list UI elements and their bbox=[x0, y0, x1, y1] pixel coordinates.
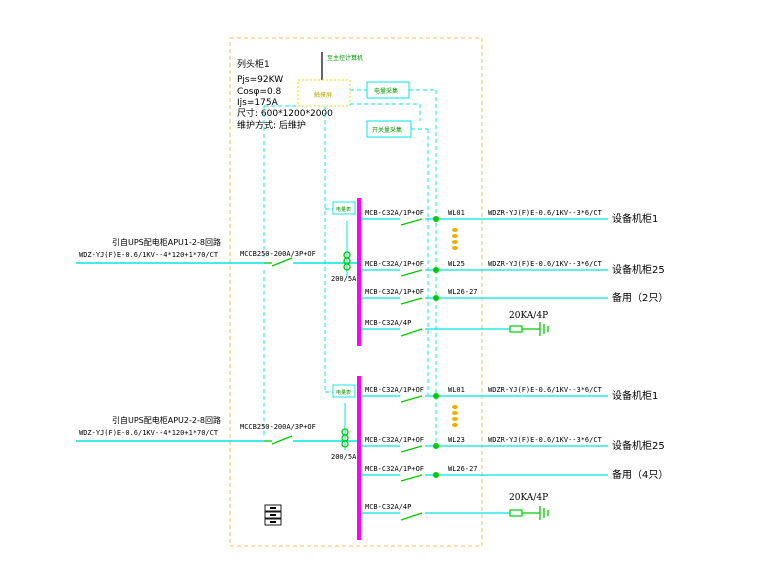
c1-ct-label: 200/5A bbox=[331, 275, 357, 283]
c2-b3-dest: 备用（4只） bbox=[612, 468, 668, 481]
circuit-1: 引自UPS配电柜APU1-2-8回路 WDZ-YJ(F)E-0.6/1KV--4… bbox=[76, 198, 668, 346]
meter-small-label-1: 电量表 bbox=[336, 206, 351, 213]
c1-source-cable: WDZ-YJ(F)E-0.6/1KV--4*120+1*70/CT bbox=[79, 251, 219, 259]
c2-main-breaker: MCCB250-200A/3P+OF bbox=[240, 423, 316, 431]
c2-branch-3: MCB-C32A/1P+OF WL26-27 备用（4只） bbox=[361, 465, 668, 482]
c2-b2-dest: 设备机柜25 bbox=[612, 439, 665, 452]
c1-b4-breaker: MCB-C32A/4P bbox=[365, 319, 411, 327]
spec-size: 尺寸: 600*1200*2000 bbox=[237, 107, 333, 119]
c2-branch-2: MCB-C32A/1P+OF WL23 WDZR-YJ(F)E-0.6/1KV-… bbox=[361, 436, 665, 453]
c1-branch-2: MCB-C32A/1P+OF WL25 WDZR-YJ(F)E-0.6/1KV-… bbox=[361, 260, 665, 277]
c2-spd-icon bbox=[509, 509, 523, 517]
c1-coil-icon bbox=[452, 228, 458, 250]
c2-busbar bbox=[357, 376, 361, 540]
c2-b1-cable: WDZR-YJ(F)E-0.6/1KV--3*6/CT bbox=[488, 386, 603, 394]
c1-branch-4: MCB-C32A/4P 20KA/4P bbox=[361, 311, 549, 337]
c1-main-breaker: MCCB250-200A/3P+OF bbox=[240, 250, 316, 258]
gateway-label: 触摸屏 bbox=[314, 91, 332, 99]
c1-busbar bbox=[357, 198, 361, 346]
c2-source-label: 引自UPS配电柜APU2-2-8回路 bbox=[112, 415, 221, 425]
monitoring-wires bbox=[263, 89, 437, 442]
c2-b1-wl: WL01 bbox=[448, 386, 465, 394]
c1-b2-cable: WDZR-YJ(F)E-0.6/1KV--3*6/CT bbox=[488, 260, 603, 268]
meter-box-small-2 bbox=[332, 384, 356, 398]
c1-b1-dest: 设备机柜1 bbox=[612, 212, 658, 225]
circuit-2: 引自UPS配电柜APU2-2-8回路 WDZ-YJ(F)E-0.6/1KV--4… bbox=[76, 376, 668, 540]
c1-b2-breaker: MCB-C32A/1P+OF bbox=[365, 260, 424, 268]
c1-b3-breaker: MCB-C32A/1P+OF bbox=[365, 288, 424, 296]
cabinet-frame bbox=[229, 37, 483, 547]
c1-b2-wl: WL25 bbox=[448, 260, 465, 268]
c1-branch-1: MCB-C32A/1P+OF WL01 WDZR-YJ(F)E-0.6/1KV-… bbox=[361, 209, 658, 226]
c2-ct-label: 200/5A bbox=[331, 453, 357, 461]
c1-b1-node bbox=[433, 216, 439, 222]
c2-b2-breaker: MCB-C32A/1P+OF bbox=[365, 436, 424, 444]
c2-source-cable: WDZ-YJ(F)E-0.6/1KV--4*120+1*70/CT bbox=[79, 429, 219, 437]
c1-spd-icon bbox=[509, 325, 523, 333]
c1-b3-wl: WL26-27 bbox=[448, 288, 478, 296]
spec-ijs: Ijs=175A bbox=[237, 98, 279, 108]
c1-b1-blade bbox=[400, 218, 423, 226]
c1-source-label: 引自UPS配电柜APU1-2-8回路 bbox=[112, 237, 221, 247]
c1-b1-breaker: MCB-C32A/1P+OF bbox=[365, 209, 424, 217]
spec-pjs: Pjs=92KW bbox=[237, 75, 283, 85]
c2-b2-wl: WL23 bbox=[448, 436, 465, 444]
upstream-label: 至主控计算机 bbox=[327, 54, 363, 62]
switch-collector-label: 开关量采集 bbox=[372, 126, 402, 134]
c1-b1-cable: WDZR-YJ(F)E-0.6/1KV--3*6/CT bbox=[488, 209, 603, 217]
legend-icon bbox=[264, 504, 282, 526]
c1-b3-dest: 备用（2只） bbox=[612, 291, 668, 304]
spec-cos: Cosφ=0.8 bbox=[237, 87, 282, 97]
c1-main-blade bbox=[271, 257, 293, 267]
c1-b2-dest: 设备机柜25 bbox=[612, 263, 665, 276]
c1-b1-wl: WL01 bbox=[448, 209, 465, 217]
c2-ct-coil-c bbox=[341, 440, 349, 448]
cabinet-specs: 列头柜1 Pjs=92KW Cosφ=0.8 Ijs=175A 尺寸: 600*… bbox=[237, 58, 333, 131]
c2-b3-wl: WL26-27 bbox=[448, 465, 478, 473]
gateway-box bbox=[297, 79, 351, 107]
c2-coil-icon bbox=[452, 405, 458, 427]
c2-b3-breaker: MCB-C32A/1P+OF bbox=[365, 465, 424, 473]
c1-branch-3: MCB-C32A/1P+OF WL26-27 备用（2只） bbox=[361, 288, 668, 305]
spec-maint: 维护方式: 后维护 bbox=[237, 119, 306, 131]
meter-box-small-1 bbox=[332, 201, 356, 215]
c2-b4-breaker: MCB-C32A/4P bbox=[365, 503, 411, 511]
c2-branch-4: MCB-C32A/4P 20KA/4P bbox=[361, 493, 549, 521]
c1-ct-coil-c bbox=[343, 263, 351, 271]
cabinet-name: 列头柜1 bbox=[237, 58, 270, 70]
meter-small-label-2: 电量表 bbox=[336, 389, 351, 396]
meter-label: 电量采集 bbox=[374, 87, 398, 95]
c2-b2-cable: WDZR-YJ(F)E-0.6/1KV--3*6/CT bbox=[488, 436, 603, 444]
c2-b1-dest: 设备机柜1 bbox=[612, 389, 658, 402]
c2-spd-label: 20KA/4P bbox=[509, 493, 548, 503]
c2-b1-breaker: MCB-C32A/1P+OF bbox=[365, 386, 424, 394]
c2-branch-1: MCB-C32A/1P+OF WL01 WDZR-YJ(F)E-0.6/1KV-… bbox=[361, 386, 658, 403]
c2-main-blade bbox=[271, 435, 293, 445]
c1-spd-label: 20KA/4P bbox=[509, 311, 548, 321]
